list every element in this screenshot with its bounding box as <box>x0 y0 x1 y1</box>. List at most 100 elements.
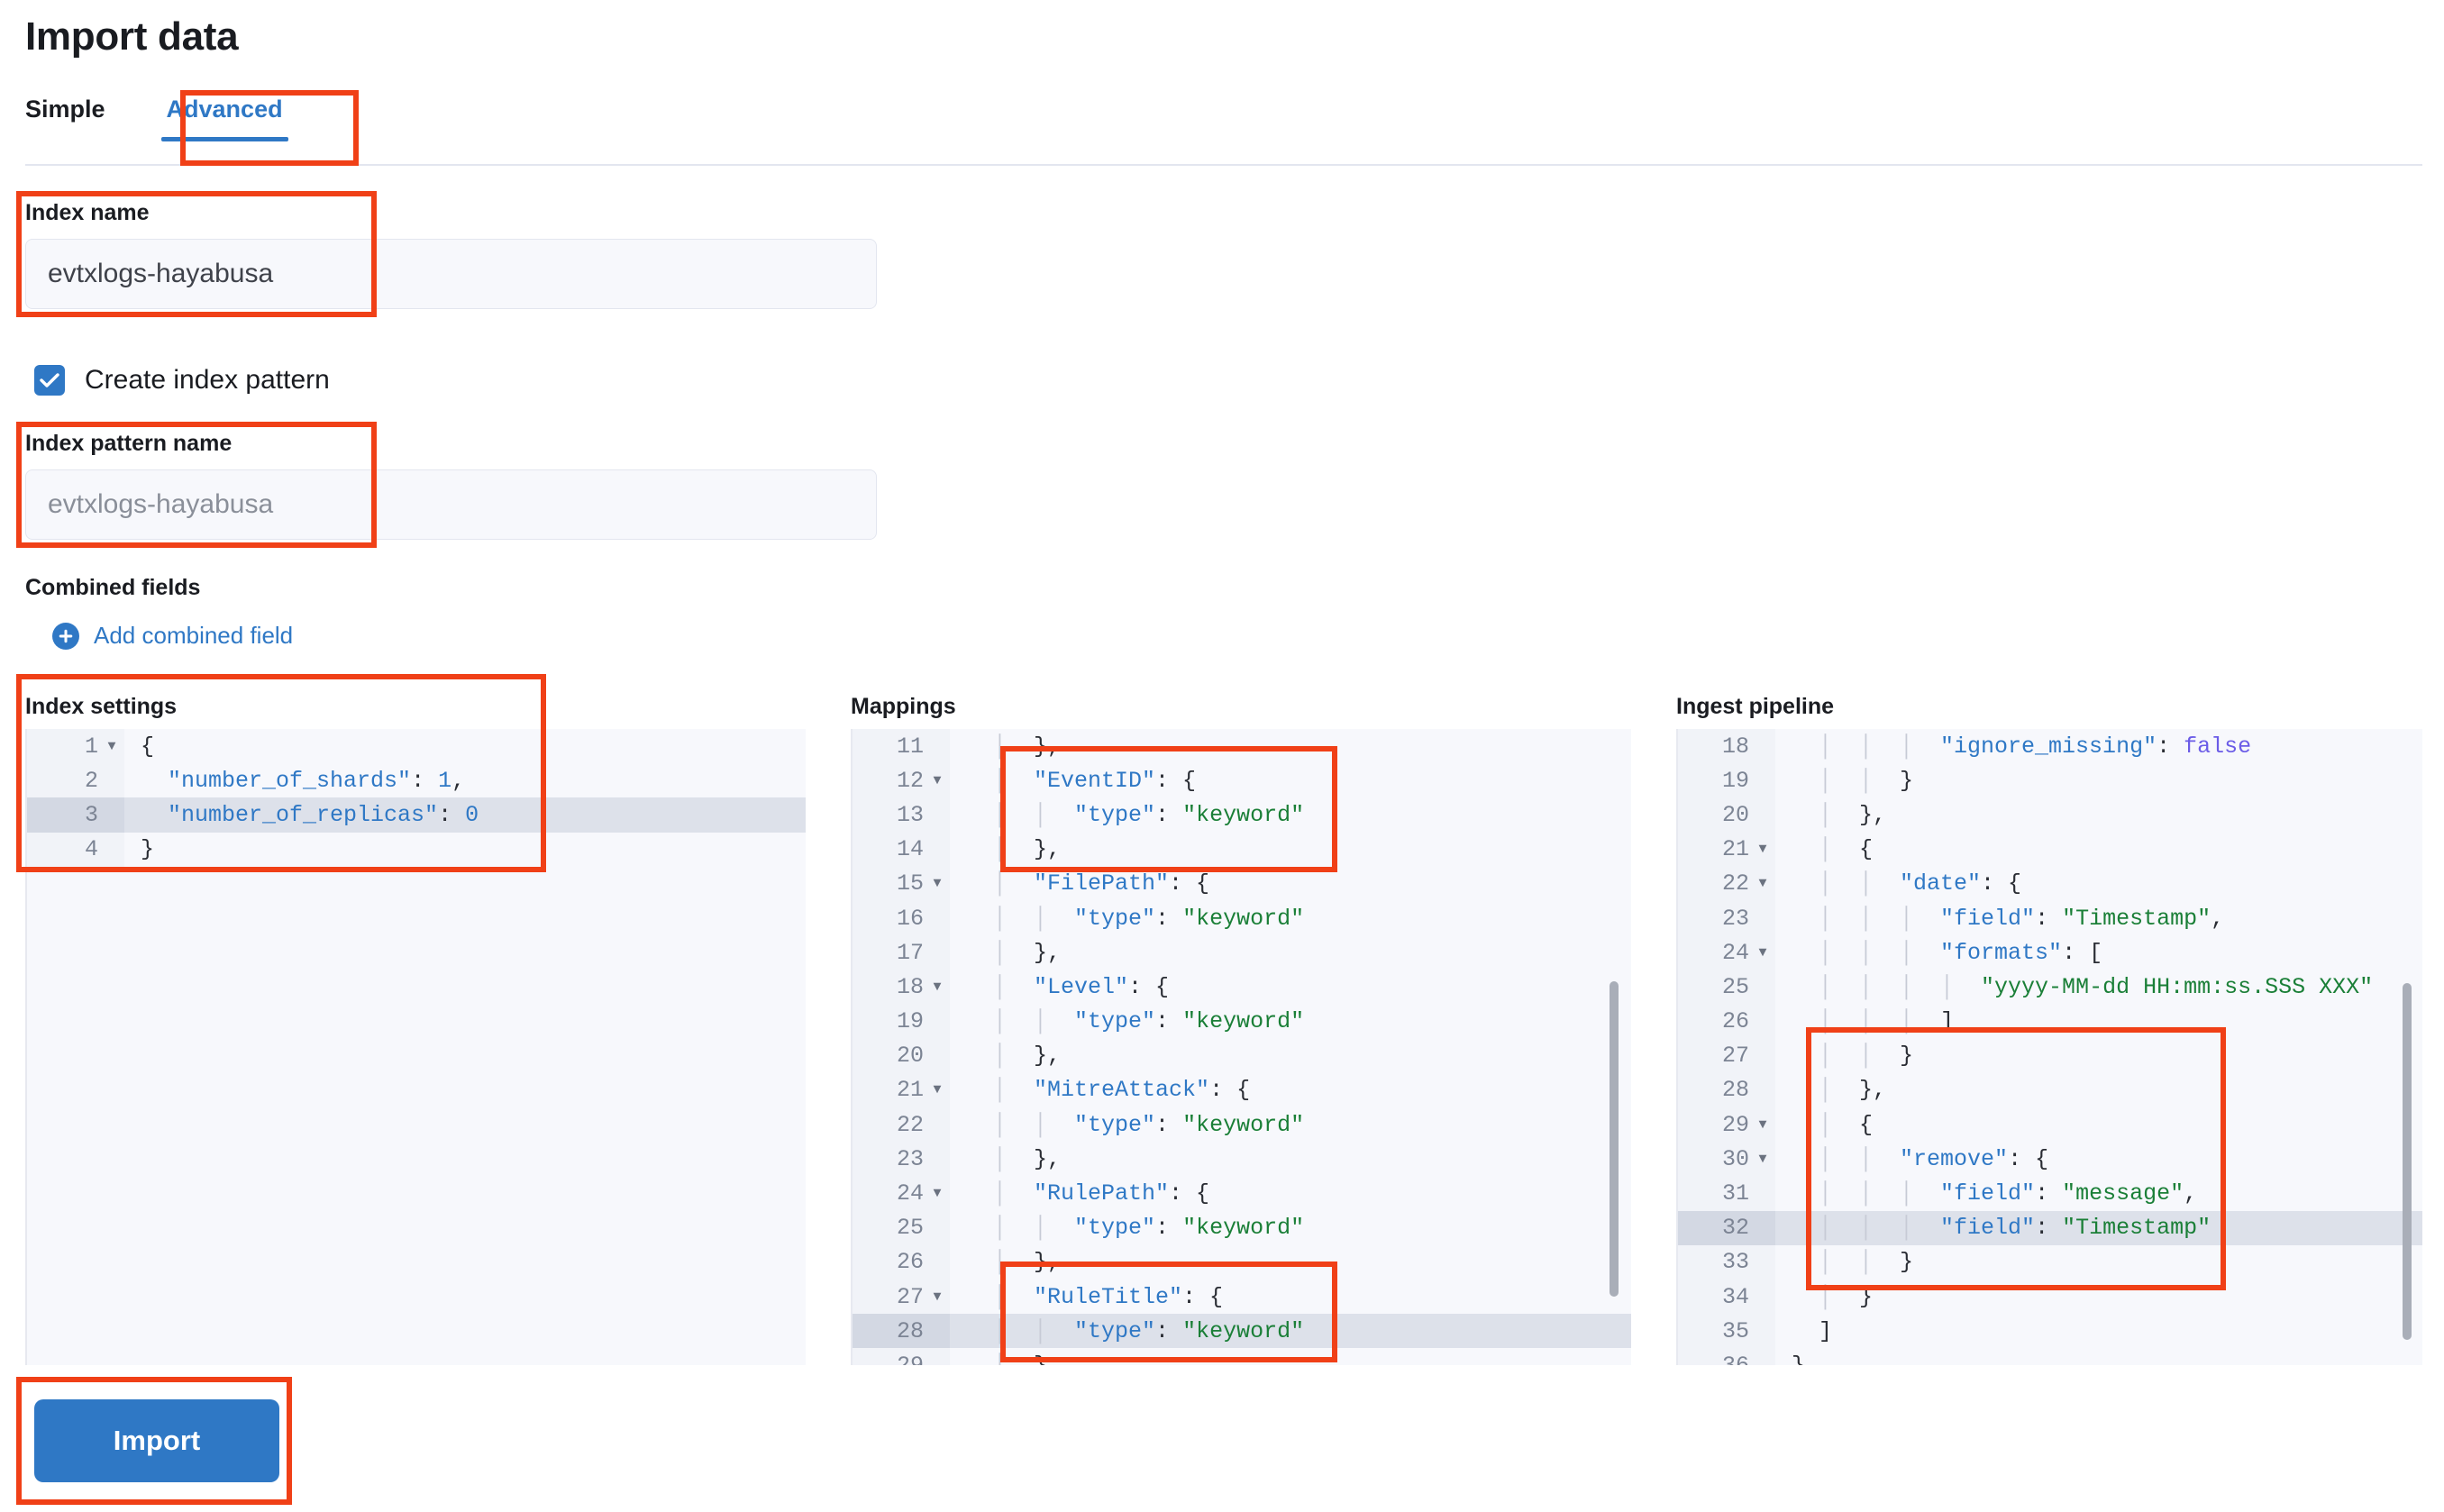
code-line[interactable]: 28▼ │ │ "type": "keyword" <box>853 1314 1631 1349</box>
code-line[interactable]: 15▼ │ "FilePath": { <box>853 866 1631 901</box>
combined-fields-label: Combined fields <box>25 575 201 600</box>
line-number: 21 <box>1721 836 1749 863</box>
code-line[interactable]: 25▼ │ │ │ │ "yyyy-MM-dd HH:mm:ss.SSS XXX… <box>1678 970 2422 1005</box>
code-line[interactable]: 26▼ │ │ │ ] <box>1678 1004 2422 1039</box>
line-gutter: 21 ▼ <box>1678 832 1775 867</box>
code-text: │ "Level": { <box>966 973 1170 1000</box>
create-index-pattern-checkbox[interactable] <box>34 365 65 396</box>
code-line[interactable]: 18▼ │ │ │ "ignore_missing": false <box>1678 729 2422 764</box>
code-line[interactable]: 33▼ │ │ } <box>1678 1244 2422 1280</box>
code-line[interactable]: 32▼ │ │ │ "field": "Timestamp" <box>1678 1210 2422 1245</box>
code-line[interactable]: 17▼ │ }, <box>853 935 1631 970</box>
ingest-pipeline-scrollbar[interactable] <box>2403 983 2412 1340</box>
fold-arrow-icon[interactable]: ▼ <box>933 1082 942 1098</box>
code-line[interactable]: 12▼ │ "EventID": { <box>853 763 1631 798</box>
line-gutter: 29▼ <box>853 1348 950 1365</box>
line-number: 36 <box>1722 1353 1749 1365</box>
code-text: │ │ │ ] <box>1792 1008 1955 1035</box>
line-number: 12 <box>896 767 924 794</box>
code-text: │ { <box>1792 1111 1874 1138</box>
line-gutter: 34▼ <box>1678 1280 1775 1315</box>
fold-arrow-icon[interactable]: ▼ <box>1758 944 1767 961</box>
mappings-editor[interactable]: 11▼ │ },12▼ │ "EventID": {13▼ │ │ "type"… <box>851 729 1631 1365</box>
code-line[interactable]: 3▼ "number_of_replicas": 0 <box>27 797 806 833</box>
import-button[interactable]: Import <box>34 1399 279 1482</box>
line-number: 16 <box>896 905 924 932</box>
code-line[interactable]: 29▼ │ { <box>1678 1107 2422 1143</box>
line-number: 20 <box>896 1043 924 1070</box>
index-name-input[interactable]: evtxlogs-hayabusa <box>25 239 877 309</box>
line-gutter: 26▼ <box>1678 1004 1775 1039</box>
line-number: 34 <box>1721 1283 1749 1310</box>
code-line[interactable]: 19▼ │ │ } <box>1678 763 2422 798</box>
fold-arrow-icon[interactable]: ▼ <box>933 1186 942 1202</box>
code-text: │ }, <box>966 1145 1062 1172</box>
fold-arrow-icon[interactable]: ▼ <box>1758 842 1767 858</box>
add-combined-field-button[interactable]: Add combined field <box>52 622 293 650</box>
code-line[interactable]: 20▼ │ }, <box>1678 797 2422 833</box>
line-number: 19 <box>896 1008 924 1035</box>
code-line[interactable]: 20▼ │ }, <box>853 1038 1631 1073</box>
fold-arrow-icon[interactable]: ▼ <box>933 979 942 995</box>
code-text: │ │ } <box>1792 1043 1914 1070</box>
code-line[interactable]: 13▼ │ │ "type": "keyword" <box>853 797 1631 833</box>
code-line[interactable]: 11▼ │ }, <box>853 729 1631 764</box>
line-number: 17 <box>896 939 924 966</box>
code-line[interactable]: 24▼ │ │ │ "formats": [ <box>1678 935 2422 970</box>
code-line[interactable]: 28▼ │ }, <box>1678 1072 2422 1108</box>
code-line[interactable]: 27▼ │ "RuleTitle": { <box>853 1280 1631 1315</box>
code-line[interactable]: 34▼ │ } <box>1678 1280 2422 1315</box>
code-line[interactable]: 16▼ │ │ "type": "keyword" <box>853 900 1631 936</box>
line-number: 24 <box>896 1180 924 1207</box>
fold-arrow-icon[interactable]: ▼ <box>933 772 942 788</box>
line-number: 24 <box>1721 939 1749 966</box>
tab-advanced[interactable]: Advanced <box>136 97 314 141</box>
code-line[interactable]: 35▼ ] <box>1678 1314 2422 1349</box>
tab-simple[interactable]: Simple <box>25 96 105 123</box>
code-line[interactable]: 29▼ │ }, <box>853 1348 1631 1365</box>
index-settings-editor[interactable]: 1▼{2▼ "number_of_shards": 1,3▼ "number_o… <box>25 729 806 1365</box>
code-line[interactable]: 22▼ │ │ "type": "keyword" <box>853 1107 1631 1143</box>
code-line[interactable]: 1▼{ <box>27 729 806 764</box>
fold-arrow-icon[interactable]: ▼ <box>1758 876 1767 892</box>
code-line[interactable]: 18▼ │ "Level": { <box>853 970 1631 1005</box>
code-line[interactable]: 21▼ │ { <box>1678 832 2422 867</box>
code-text: │ }, <box>966 1043 1062 1070</box>
mappings-scrollbar[interactable] <box>1610 981 1619 1297</box>
line-gutter: 1▼ <box>27 729 124 764</box>
code-line[interactable]: 26▼ │ }, <box>853 1244 1631 1280</box>
code-line[interactable]: 21▼ │ "MitreAttack": { <box>853 1072 1631 1108</box>
fold-arrow-icon[interactable]: ▼ <box>1758 1116 1767 1133</box>
fold-arrow-icon[interactable]: ▼ <box>107 738 116 754</box>
line-gutter: 20▼ <box>853 1038 950 1073</box>
code-line[interactable]: 24▼ │ "RulePath": { <box>853 1176 1631 1211</box>
code-line[interactable]: 2▼ "number_of_shards": 1, <box>27 763 806 798</box>
page-title: Import data <box>25 14 239 59</box>
create-index-pattern-row[interactable]: Create index pattern <box>34 365 330 396</box>
code-text: │ } <box>1792 1283 1874 1310</box>
code-line[interactable]: 14▼ │ }, <box>853 832 1631 867</box>
code-line[interactable]: 36▼} <box>1678 1348 2422 1365</box>
line-number: 25 <box>1721 973 1749 1000</box>
fold-arrow-icon[interactable]: ▼ <box>933 876 942 892</box>
line-number: 23 <box>1721 905 1749 932</box>
code-line[interactable]: 22▼ │ │ "date": { <box>1678 866 2422 901</box>
line-gutter: 35▼ <box>1678 1314 1775 1349</box>
code-line[interactable]: 31▼ │ │ │ "field": "message", <box>1678 1176 2422 1211</box>
code-line[interactable]: 4▼} <box>27 832 806 867</box>
code-text: │ │ "type": "keyword" <box>966 905 1305 932</box>
line-gutter: 15▼ <box>853 866 950 901</box>
fold-arrow-icon[interactable]: ▼ <box>1758 1151 1767 1167</box>
line-gutter: 22▼ <box>853 1107 950 1143</box>
code-line[interactable]: 27▼ │ │ } <box>1678 1038 2422 1073</box>
code-line[interactable]: 30▼ │ │ "remove": { <box>1678 1142 2422 1177</box>
code-line[interactable]: 19▼ │ │ "type": "keyword" <box>853 1004 1631 1039</box>
mappings-code: 11▼ │ },12▼ │ "EventID": {13▼ │ │ "type"… <box>853 729 1631 1365</box>
code-line[interactable]: 25▼ │ │ "type": "keyword" <box>853 1210 1631 1245</box>
index-pattern-name-input[interactable]: evtxlogs-hayabusa <box>25 469 877 540</box>
code-text: │ │ "type": "keyword" <box>966 801 1305 828</box>
fold-arrow-icon[interactable]: ▼ <box>933 1289 942 1305</box>
code-line[interactable]: 23▼ │ │ │ "field": "Timestamp", <box>1678 900 2422 936</box>
code-line[interactable]: 23▼ │ }, <box>853 1142 1631 1177</box>
